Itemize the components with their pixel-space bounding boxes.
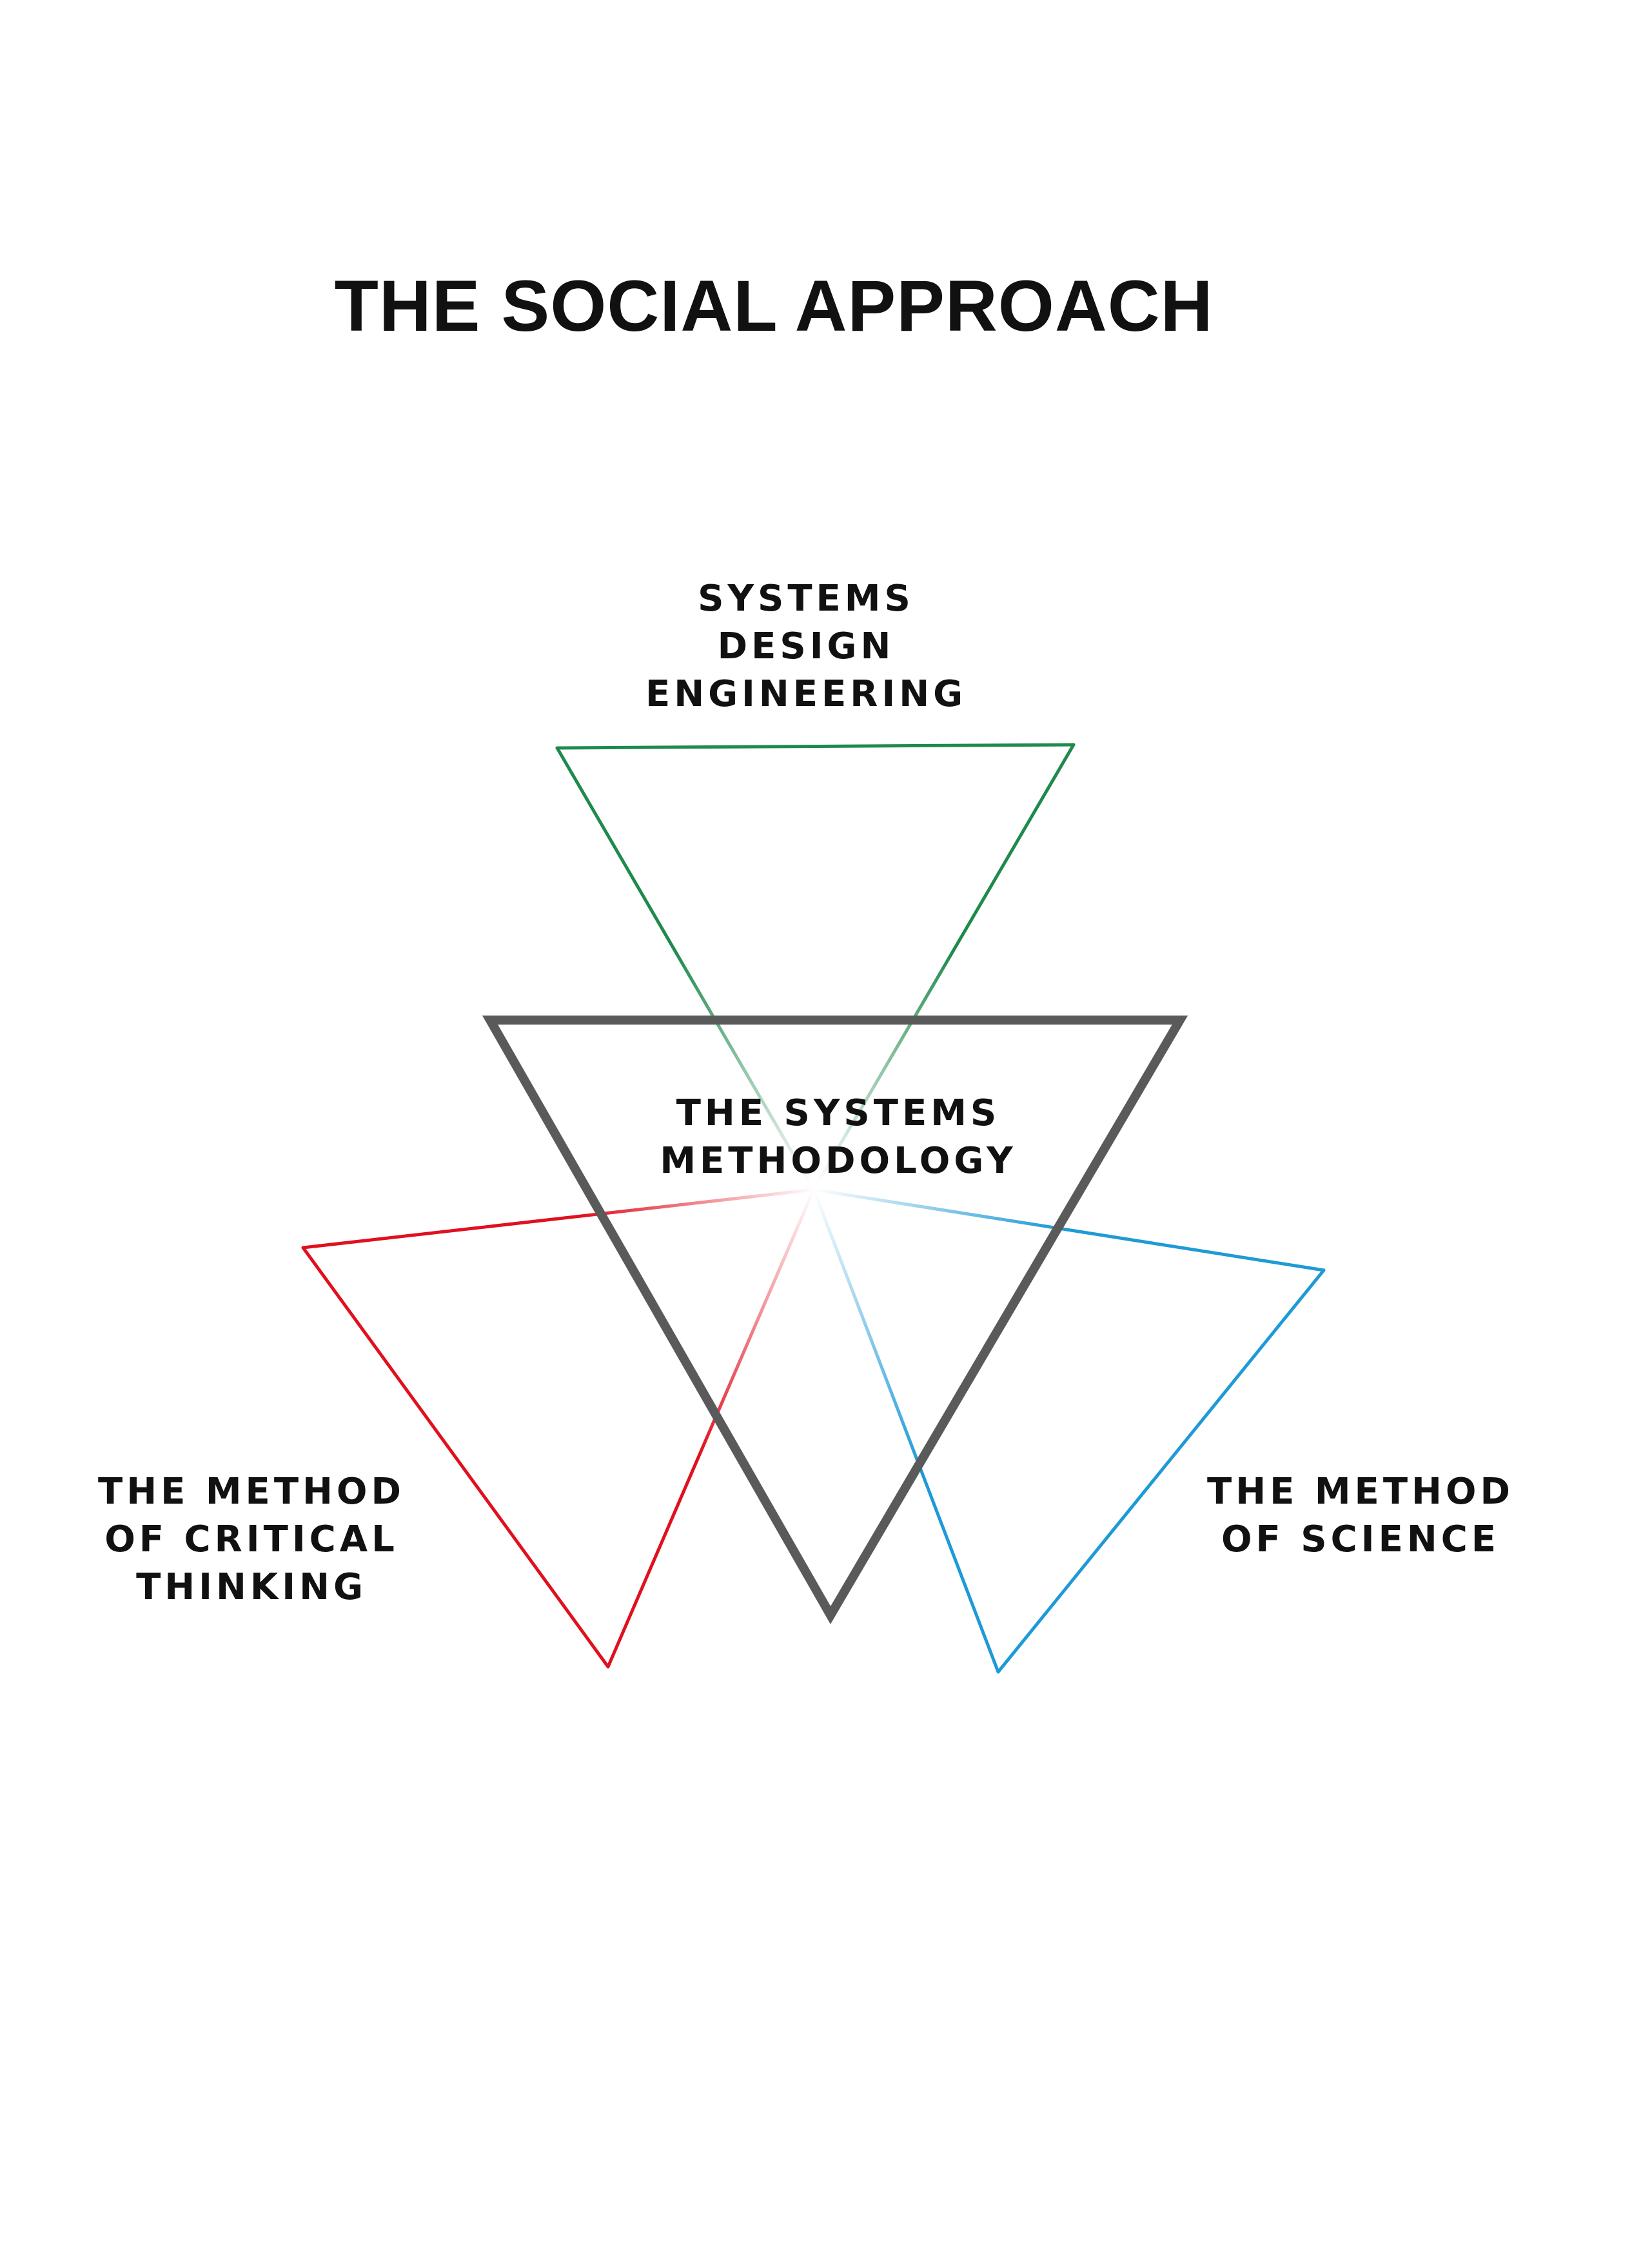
right-triangle	[812, 1188, 1326, 1674]
label-method-of-critical-thinking: THE METHOD OF CRITICAL THINKING	[26, 1468, 477, 1611]
label-line: SYSTEMS	[698, 578, 914, 620]
left-triangle	[301, 1188, 816, 1669]
label-line: ENGINEERING	[645, 673, 967, 715]
label-line: THE SYSTEMS	[676, 1092, 1001, 1134]
top-triangle	[555, 743, 1076, 1192]
center-triangle	[482, 1016, 1188, 1624]
label-line: OF CRITICAL	[104, 1518, 398, 1560]
label-line: OF SCIENCE	[1221, 1518, 1500, 1560]
label-systems-design-engineering: SYSTEMS DESIGN ENGINEERING	[548, 575, 1064, 718]
label-method-of-science: THE METHOD OF SCIENCE	[1135, 1468, 1586, 1564]
label-line: DESIGN	[717, 625, 895, 667]
label-line: METHODOLOGY	[660, 1140, 1017, 1182]
label-line: THE METHOD	[98, 1471, 405, 1513]
page-title: THE SOCIAL APPROACH	[334, 266, 1214, 346]
label-systems-methodology: THE SYSTEMS METHODOLOGY	[548, 1090, 1128, 1185]
label-line: THE METHOD	[1207, 1471, 1514, 1513]
label-line: THINKING	[136, 1566, 367, 1608]
